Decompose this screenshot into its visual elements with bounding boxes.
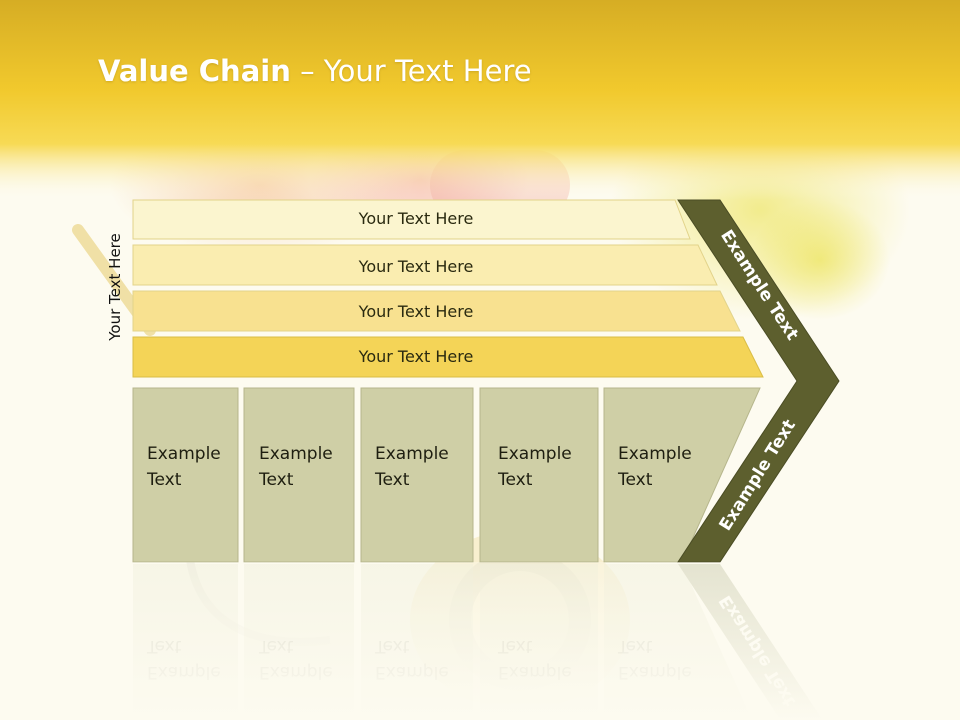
reflection-fade [120,562,860,720]
support-bar-label: Your Text Here [358,347,474,366]
support-bar-label: Your Text Here [358,209,474,228]
activity-box: Example Text [479,387,599,563]
activity-box-line1: Example [375,444,449,464]
activity-box-line2: Text [374,470,410,490]
support-bar-label: Your Text Here [358,257,474,276]
support-bar-shape [132,290,741,332]
activity-box-line1: Example [498,444,572,464]
support-bar-shape [132,199,691,240]
support-bar-shape [132,244,718,286]
activity-box: Example Text [603,387,761,563]
activity-box-line2: Text [617,470,653,490]
activity-box-line2: Text [146,470,182,490]
activity-box-shape [243,387,355,563]
activity-box-shape [360,387,474,563]
support-bar-label: Your Text Here [358,302,474,321]
activity-box-shape [479,387,599,563]
activity-box: Example Text [243,387,355,563]
support-bar: Your Text Here [132,244,718,286]
support-bar-shape [132,336,764,378]
activity-box-line2: Text [497,470,533,490]
support-bar: Your Text Here [132,199,691,240]
activity-box: Example Text [132,387,239,563]
title-bold-part: Value Chain [98,54,291,88]
activity-box-line2: Text [258,470,294,490]
activity-box-line1: Example [147,444,221,464]
support-bar: Your Text Here [132,336,764,378]
support-bar: Your Text Here [132,290,741,332]
activity-box: Example Text [360,387,474,563]
title-rest-part: – Your Text Here [290,54,532,88]
activity-box-shape [132,387,239,563]
activity-box-line1: Example [259,444,333,464]
slide-title: Value Chain – Your Text Here [98,54,532,88]
activity-box-line1: Example [618,444,692,464]
